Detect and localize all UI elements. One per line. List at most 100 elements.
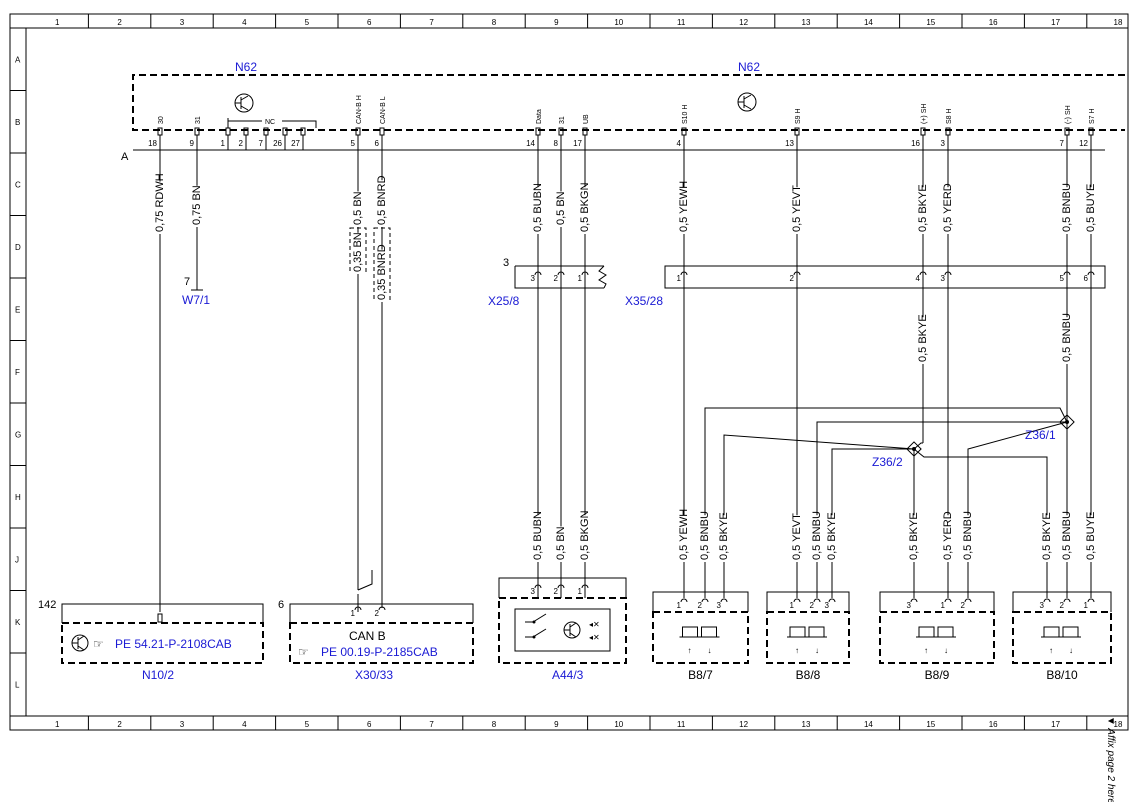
column-label: 15: [926, 18, 935, 27]
pointing-hand-icon: ☞: [298, 645, 309, 659]
column-label: 11: [677, 720, 686, 729]
arrow-up-icon: ↑: [924, 646, 928, 655]
wire-label: 0,5 YERD: [942, 183, 954, 232]
sensor-name: B8/7: [688, 668, 713, 682]
wire-label: 0,5 BNRD: [376, 175, 388, 225]
module-pin-number: 7: [259, 139, 264, 148]
module-pin-number: 13: [785, 139, 794, 148]
splice-z36-1-label: Z36/1: [1025, 428, 1056, 442]
n62-label-right: N62: [738, 60, 760, 74]
arrow-up-icon: ↑: [1049, 646, 1053, 655]
splice-z36-1: Z36/1: [1025, 414, 1075, 442]
wire-label: 0,5 BKGN: [579, 510, 591, 560]
column-label: 14: [864, 18, 873, 27]
connector-pin: [354, 606, 362, 611]
sensor-element-icon: [916, 626, 956, 638]
arrow-down-icon: ↓: [944, 646, 948, 655]
connector-pin-number: 3: [941, 274, 946, 283]
wire-label: 0,5 YEWH: [678, 509, 690, 560]
connector-pin-number: 1: [351, 609, 356, 618]
connector-pin-number: 2: [554, 587, 559, 596]
component-n10-2: 142 ☞ PE 54.21-P-2108CAB N10/2: [38, 599, 264, 682]
connector-pin-number: 2: [554, 274, 559, 283]
wire-label: 0,5 BNBU: [811, 511, 823, 560]
module-pin-number: 26: [273, 139, 282, 148]
connector-pin: [1063, 271, 1071, 276]
column-label: 15: [926, 720, 935, 729]
wire-label: 0,75 RDWH: [154, 173, 166, 232]
connector-pin: [919, 271, 927, 276]
column-label: 5: [305, 720, 310, 729]
n62-label-left: N62: [235, 60, 257, 74]
ground-name: W7/1: [182, 293, 210, 307]
connector-pin: [581, 271, 589, 276]
module-pin-number: 17: [573, 139, 582, 148]
nc-pin-group: NC: [227, 118, 317, 128]
wire-label: 0,5 BNBU: [1061, 183, 1073, 232]
column-label: 16: [989, 720, 998, 729]
module-pin-number: 4: [677, 139, 682, 148]
column-label: 12: [739, 720, 748, 729]
module-pin-signal: S9 H: [795, 108, 802, 124]
component-a44-name: A44/3: [552, 668, 584, 682]
module-pin-number: 14: [526, 139, 535, 148]
module-pin-number: 8: [554, 139, 559, 148]
module-pin-signal: (-) SH: [1065, 105, 1072, 124]
component-x30-33: 6 CAN B ☞ PE 00.19-P-2185CAB X30/33: [278, 599, 474, 682]
sensor-name: B8/8: [796, 668, 821, 682]
connector-x25-name: X25/8: [488, 294, 520, 308]
wire-label: 0,5 YEWH: [678, 181, 690, 232]
wire-label: 0,5 BN: [555, 191, 567, 225]
affix-note: ▼ Affix page 2 here ▼: [1105, 716, 1116, 802]
connector-pin: [828, 598, 836, 603]
column-label: 6: [367, 720, 372, 729]
transistor-icon: [234, 93, 254, 113]
wire-label: 0,5 BKGN: [579, 182, 591, 232]
column-label: 12: [739, 18, 748, 27]
connector-pin: [534, 271, 542, 276]
connector-pin-number: 1: [578, 274, 583, 283]
module-pin-signal: 31: [195, 116, 202, 124]
module-pin-signal: 30: [158, 116, 165, 124]
connector-pin: [581, 584, 589, 589]
wire-label: 0,5 BUBN: [532, 511, 544, 560]
connector-pin: [701, 598, 709, 603]
sensor-name: B8/10: [1046, 668, 1078, 682]
module-pin-signal: S7 H: [1089, 108, 1096, 124]
connector-pin-number: 1: [790, 601, 795, 610]
wire-label: 0,5 YERD: [942, 511, 954, 560]
column-label: 11: [677, 18, 686, 27]
module-pin-number: 3: [941, 139, 946, 148]
connector-pin: [534, 584, 542, 589]
connector-pin: [720, 598, 728, 603]
row-label: L: [15, 680, 20, 689]
column-label: 13: [802, 18, 811, 27]
module-pin: [225, 127, 231, 136]
transistor-icon: [737, 92, 757, 112]
row-label: D: [15, 243, 21, 252]
connector-x25-ref: 3: [503, 257, 509, 269]
wire-label: 0,35 BNRD: [376, 244, 388, 300]
component-n10-ref: 142: [38, 599, 56, 611]
wire-label: 0,5 BN: [352, 191, 364, 225]
connector-pin: [813, 598, 821, 603]
transistor-icon: [71, 634, 89, 652]
sensor-element-icon: [1041, 626, 1081, 638]
connector-pin-number: 1: [578, 587, 583, 596]
column-label: 4: [242, 720, 247, 729]
twisted-pair-markers: [349, 227, 391, 301]
column-label: 16: [989, 18, 998, 27]
wire-label: 0,75 BN: [191, 185, 203, 225]
connector-pin: [1063, 598, 1071, 603]
module-pin-signal: CAN-B L: [380, 96, 387, 124]
component-x30-link[interactable]: PE 00.19-P-2185CAB: [321, 645, 438, 659]
transistor-icon: [563, 621, 581, 639]
pointing-hand-icon: ☞: [93, 637, 104, 651]
arrow-down-icon: ↓: [1069, 646, 1073, 655]
column-label: 10: [614, 18, 623, 27]
component-n10-link[interactable]: PE 54.21-P-2108CAB: [115, 637, 232, 651]
component-x30-ref: 6: [278, 599, 284, 611]
wire-label: 0,5 BNBU: [1061, 511, 1073, 560]
wire-label: 0,5 BNBU: [1061, 313, 1073, 362]
component-pin: [157, 613, 163, 623]
